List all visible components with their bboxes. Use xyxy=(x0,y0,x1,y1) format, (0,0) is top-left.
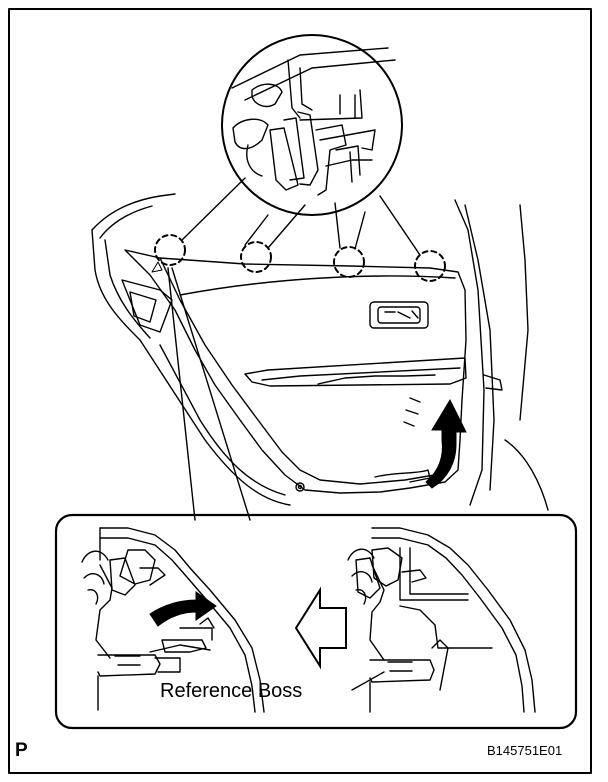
corner-letter: P xyxy=(15,740,28,761)
door-trim-panel xyxy=(124,249,467,494)
clip-3-circle xyxy=(333,246,365,278)
transition-arrow xyxy=(294,586,347,670)
installed-state-sketch xyxy=(81,527,265,713)
top-detail-magnifier xyxy=(221,34,403,216)
clip-1-circle xyxy=(154,234,186,266)
bottom-detail-box xyxy=(54,513,578,730)
callout-lines-top xyxy=(181,177,421,256)
reference-boss-label: Reference Boss xyxy=(160,680,303,702)
clip-locations xyxy=(154,234,446,282)
figure-code: B145751E01 xyxy=(487,743,563,758)
outer-border xyxy=(8,8,592,774)
removed-state-sketch xyxy=(347,527,536,713)
callout-lines-bottom xyxy=(167,267,251,521)
removal-arrow-door xyxy=(425,398,467,489)
vehicle-body-outline xyxy=(91,193,291,506)
reference-boss-leader xyxy=(351,671,385,691)
pillar-outline xyxy=(454,199,549,511)
clip-4-circle xyxy=(414,250,446,282)
rotation-arrow xyxy=(149,591,217,627)
clip-2-circle xyxy=(240,241,272,273)
